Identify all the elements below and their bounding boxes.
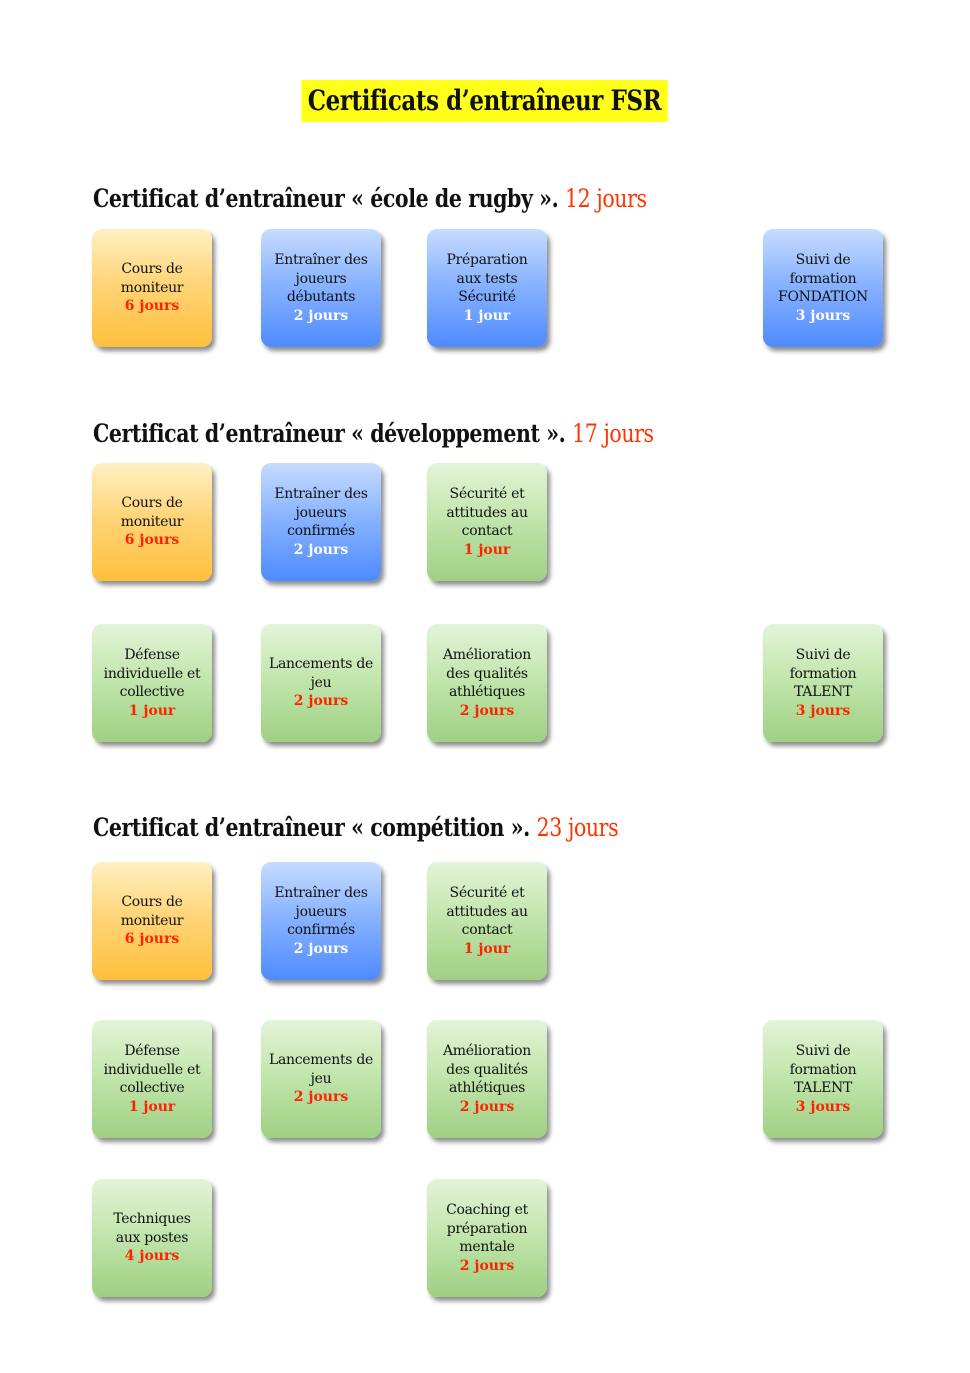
module-card-suivi-talent: Suivi de formation TALENT 3 jours <box>763 1020 883 1138</box>
module-card-cours-moniteur: Cours de moniteur 6 jours <box>92 463 212 581</box>
module-label: Préparation aux tests Sécurité <box>446 252 528 305</box>
module-duration: 6 jours <box>124 298 180 315</box>
module-duration: 1 jour <box>463 307 511 324</box>
module-duration: 2 jours <box>293 307 349 324</box>
module-label: Cours de moniteur <box>120 495 184 530</box>
module-card-qualites-athletiques: Amélioration des qualités athlétiques 2 … <box>427 1020 547 1138</box>
module-duration: 1 jour <box>128 702 176 719</box>
module-label: Défense individuelle et collective <box>103 647 201 700</box>
module-card-cours-moniteur: Cours de moniteur 6 jours <box>92 229 212 347</box>
module-duration: 1 jour <box>128 1098 176 1115</box>
module-card-joueurs-debutants: Entraîner des joueurs débutants 2 jours <box>261 229 381 347</box>
module-card-defense: Défense individuelle et collective 1 jou… <box>92 624 212 742</box>
module-duration: 2 jours <box>459 702 515 719</box>
module-card-tests-securite: Préparation aux tests Sécurité 1 jour <box>427 229 547 347</box>
module-card-cours-moniteur: Cours de moniteur 6 jours <box>92 862 212 980</box>
module-card-techniques-postes: Techniques aux postes 4 jours <box>92 1179 212 1297</box>
module-label: Amélioration des qualités athlétiques <box>442 647 532 700</box>
module-duration: 6 jours <box>124 931 180 948</box>
module-duration: 2 jours <box>293 940 349 957</box>
section-total-days: 17 jours <box>572 419 654 448</box>
module-duration: 4 jours <box>124 1248 180 1265</box>
module-duration: 3 jours <box>795 307 851 324</box>
section-total-days: 12 jours <box>565 184 647 213</box>
module-label: Lancements de jeu <box>269 1052 373 1087</box>
module-duration: 1 jour <box>463 940 511 957</box>
module-label: Lancements de jeu <box>269 656 373 691</box>
module-duration: 2 jours <box>293 693 349 710</box>
module-card-defense: Défense individuelle et collective 1 jou… <box>92 1020 212 1138</box>
section-title-ecole: Certificat d’entraîneur « école de rugby… <box>93 182 647 216</box>
module-card-qualites-athletiques: Amélioration des qualités athlétiques 2 … <box>427 624 547 742</box>
page-header: Certificats d’entraîneur FSR <box>0 80 970 122</box>
module-card-suivi-talent: Suivi de formation TALENT 3 jours <box>763 624 883 742</box>
module-label: Entraîner des joueurs confirmés <box>274 885 368 938</box>
module-card-joueurs-confirmes: Entraîner des joueurs confirmés 2 jours <box>261 862 381 980</box>
module-label: Entraîner des joueurs confirmés <box>274 486 368 539</box>
module-label: Techniques aux postes <box>113 1211 191 1246</box>
section-total-days: 23 jours <box>536 813 619 842</box>
module-card-coaching-mental: Coaching et préparation mentale 2 jours <box>427 1179 547 1297</box>
module-label: Amélioration des qualités athlétiques <box>442 1043 532 1096</box>
module-card-lancements-jeu: Lancements de jeu 2 jours <box>261 1020 381 1138</box>
section-heading: Certificat d’entraîneur « compétition ». <box>93 813 530 842</box>
page-title: Certificats d’entraîneur FSR <box>301 80 669 122</box>
module-label: Sécurité et attitudes au contact <box>446 486 528 539</box>
module-label: Défense individuelle et collective <box>103 1043 201 1096</box>
module-duration: 6 jours <box>124 532 180 549</box>
module-duration: 3 jours <box>795 1098 851 1115</box>
module-label: Cours de moniteur <box>120 894 184 929</box>
module-card-suivi-fondation: Suivi de formation FONDATION 3 jours <box>763 229 883 347</box>
section-heading: Certificat d’entraîneur « école de rugby… <box>93 184 559 213</box>
module-label: Suivi de formation FONDATION <box>778 252 868 305</box>
module-duration: 3 jours <box>795 702 851 719</box>
module-card-joueurs-confirmes: Entraîner des joueurs confirmés 2 jours <box>261 463 381 581</box>
module-card-securite-contact: Sécurité et attitudes au contact 1 jour <box>427 463 547 581</box>
module-duration: 1 jour <box>463 541 511 558</box>
module-label: Suivi de formation TALENT <box>789 1043 857 1096</box>
module-label: Sécurité et attitudes au contact <box>446 885 528 938</box>
module-label: Entraîner des joueurs débutants <box>274 252 368 305</box>
module-duration: 2 jours <box>293 541 349 558</box>
module-card-lancements-jeu: Lancements de jeu 2 jours <box>261 624 381 742</box>
module-card-securite-contact: Sécurité et attitudes au contact 1 jour <box>427 862 547 980</box>
section-title-competition: Certificat d’entraîneur « compétition ».… <box>93 811 619 845</box>
section-title-developpement: Certificat d’entraîneur « développement … <box>93 417 654 451</box>
module-label: Cours de moniteur <box>120 261 184 296</box>
section-heading: Certificat d’entraîneur « développement … <box>93 419 566 448</box>
module-duration: 2 jours <box>293 1089 349 1106</box>
module-label: Coaching et préparation mentale <box>446 1202 528 1255</box>
module-duration: 2 jours <box>459 1098 515 1115</box>
module-label: Suivi de formation TALENT <box>789 647 857 700</box>
module-duration: 2 jours <box>459 1257 515 1274</box>
